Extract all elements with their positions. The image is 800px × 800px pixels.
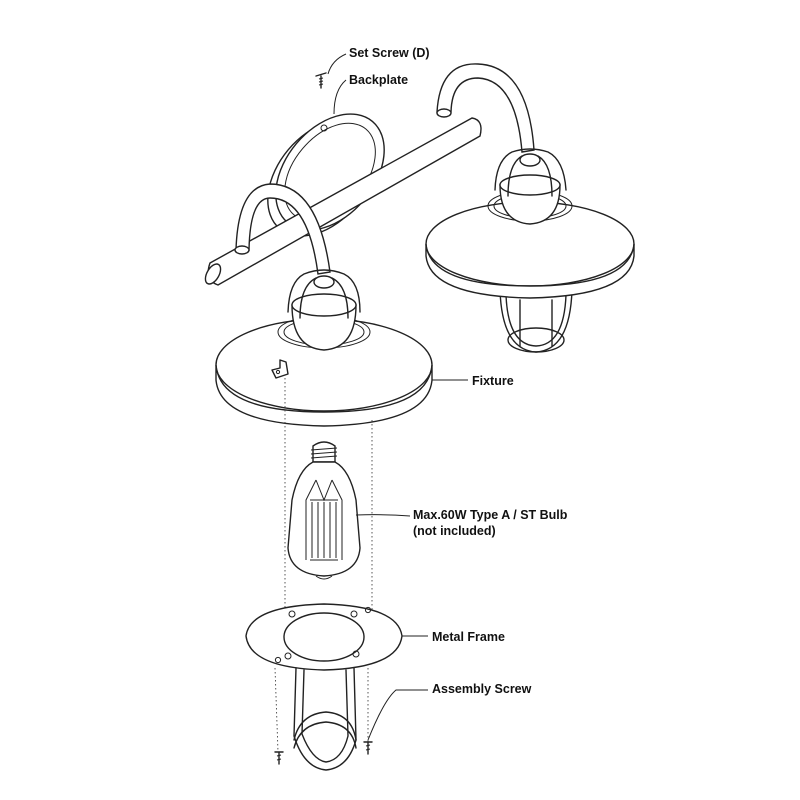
left-arm [234, 183, 331, 275]
crossbar [204, 117, 482, 286]
bulb-label-line1: Max.60W Type A / ST Bulb [413, 508, 568, 522]
backplate-label: Backplate [349, 73, 408, 87]
set-screw-icon [315, 72, 327, 89]
set-screw-label: Set Screw (D) [349, 46, 430, 60]
right-arm [436, 63, 535, 153]
metal-frame [245, 603, 403, 771]
alignment-lines [274, 378, 373, 753]
bulb-label-line2: (not included) [413, 524, 496, 538]
metal-frame-label: Metal Frame [432, 630, 505, 644]
fixture-label: Fixture [472, 374, 514, 388]
right-fixture [425, 148, 635, 353]
leader-lines [327, 53, 468, 741]
bulb-icon [287, 441, 361, 580]
assembly-screw-icon [274, 741, 373, 765]
left-fixture [215, 269, 433, 427]
assembly-screw-label: Assembly Screw [432, 682, 532, 696]
